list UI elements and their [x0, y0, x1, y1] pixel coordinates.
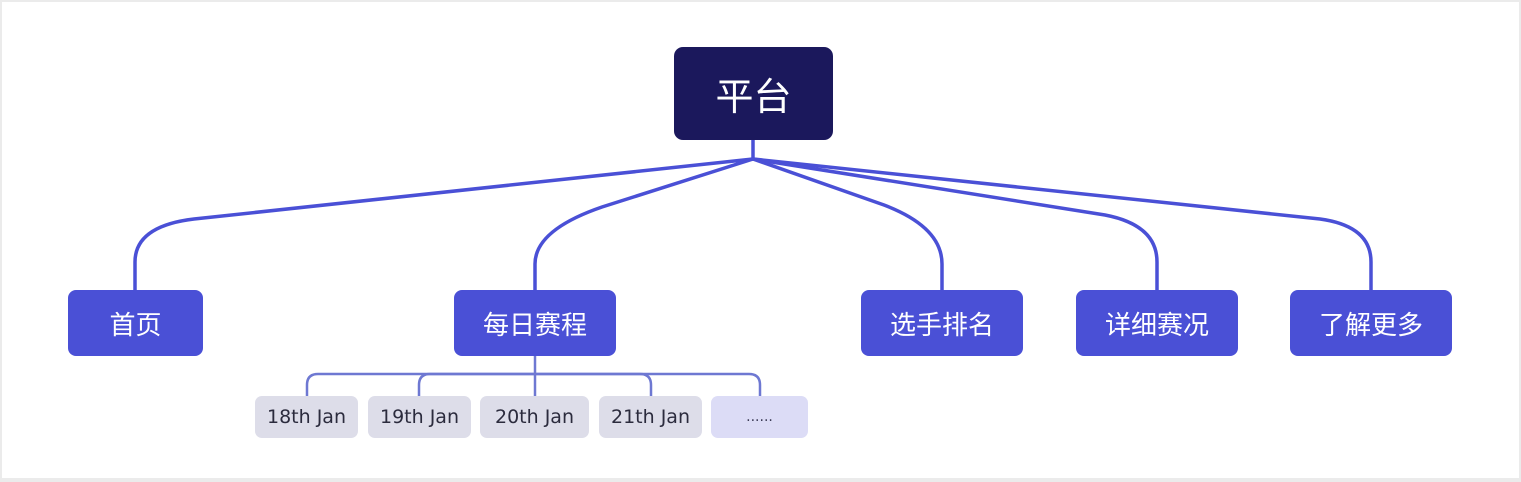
leaf-date-20[interactable]: 20th Jan [480, 396, 589, 438]
connector-leaf-more [535, 372, 762, 396]
connector-more [751, 157, 1373, 292]
leaf-label: 20th Jan [495, 406, 574, 428]
connector-ranking [751, 157, 944, 292]
branch-label: 首页 [109, 310, 162, 341]
leaf-label: ...... [746, 409, 773, 425]
leaf-date-19[interactable]: 19th Jan [368, 396, 471, 438]
connector-schedule [533, 157, 755, 292]
branch-label: 详细赛况 [1104, 310, 1209, 341]
branch-home[interactable]: 首页 [68, 290, 203, 356]
connector-leaf-19 [417, 372, 535, 396]
connector-leaf-21 [535, 372, 653, 396]
connector-details [751, 157, 1159, 292]
leaf-label: 18th Jan [267, 406, 346, 428]
leaf-label: 19th Jan [380, 406, 459, 428]
branch-schedule[interactable]: 每日赛程 [454, 290, 616, 356]
connector-home [133, 157, 755, 292]
leaf-more[interactable]: ...... [711, 396, 808, 438]
leaf-label: 21th Jan [611, 406, 690, 428]
branch-label: 每日赛程 [482, 310, 587, 341]
branch-ranking[interactable]: 选手排名 [861, 290, 1023, 356]
branch-more[interactable]: 了解更多 [1290, 290, 1452, 356]
branch-details[interactable]: 详细赛况 [1076, 290, 1238, 356]
root-node[interactable]: 平台 [674, 47, 833, 140]
leaf-date-21[interactable]: 21th Jan [599, 396, 702, 438]
root-label: 平台 [715, 75, 792, 119]
connector-leaf-18 [305, 372, 535, 396]
leaf-date-18[interactable]: 18th Jan [255, 396, 358, 438]
branch-label: 选手排名 [889, 310, 994, 341]
branch-label: 了解更多 [1318, 310, 1423, 341]
